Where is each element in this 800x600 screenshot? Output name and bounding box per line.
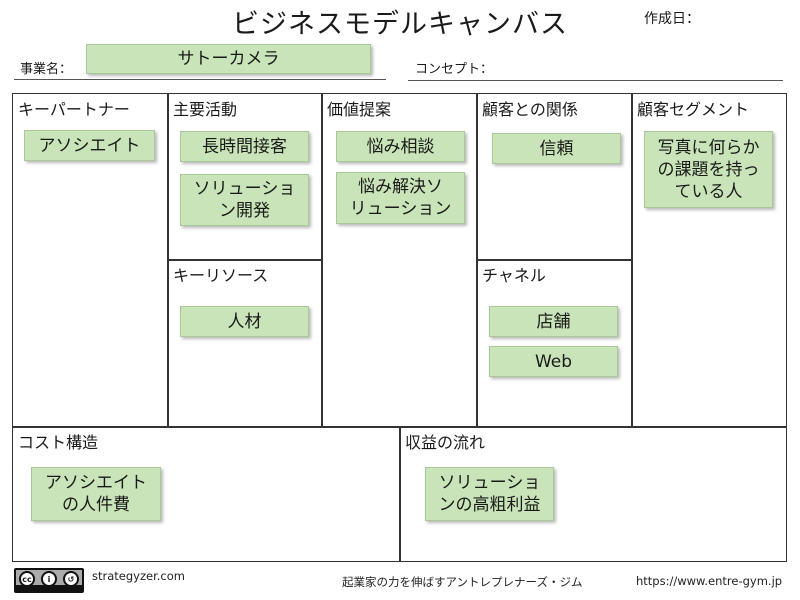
channels-section: チャネル 店舗 Web <box>476 259 633 428</box>
key-partners-section: キーパートナー アソシエイト <box>12 93 169 428</box>
sticky-note[interactable]: ソリューショ ンの高粗利益 <box>425 467 554 521</box>
key-activities-title: 主要活動 <box>173 100 238 119</box>
sticky-note[interactable]: 悩み解決ソ リューション <box>336 172 465 224</box>
strategyzer-link[interactable]: strategyzer.com <box>92 569 185 583</box>
concept-label: コンセプト： <box>415 62 494 77</box>
customer-relationships-title: 顧客との関係 <box>482 100 578 119</box>
revenue-streams-title: 収益の流れ <box>405 433 486 452</box>
value-propositions-title: 価値提案 <box>327 100 392 119</box>
sticky-note[interactable]: 悩み相談 <box>336 131 465 162</box>
sticky-note[interactable]: 信頼 <box>492 133 621 164</box>
business-name-note[interactable]: サトーカメラ <box>86 44 371 74</box>
sticky-note[interactable]: 写真に何らか の課題を持っ ている人 <box>644 131 773 208</box>
key-activities-section: 主要活動 長時間接客 ソリューショ ン開発 <box>167 93 323 261</box>
creative-commons-by-sa-icon: cc i ↺ <box>14 568 84 593</box>
revenue-streams-section: 収益の流れ ソリューショ ンの高粗利益 <box>399 426 787 562</box>
value-propositions-section: 価値提案 悩み相談 悩み解決ソ リューション <box>321 93 478 428</box>
sticky-note[interactable]: アソシエイト の人件費 <box>31 467 161 521</box>
business-name-label: 事業名： <box>20 62 73 77</box>
license-strip <box>16 585 82 591</box>
sticky-note[interactable]: ソリューショ ン開発 <box>180 174 309 226</box>
footer-url-link[interactable]: https://www.entre-gym.jp <box>636 574 783 588</box>
cost-structure-title: コスト構造 <box>18 433 99 452</box>
cost-structure-section: コスト構造 アソシエイト の人件費 <box>12 426 401 562</box>
created-date-label: 作成日： <box>644 11 700 27</box>
footer-tagline: 起業家の力を伸ばすアントレプレナーズ・ジム <box>342 575 583 589</box>
key-partners-title: キーパートナー <box>18 100 130 119</box>
sticky-note[interactable]: 人材 <box>180 306 309 337</box>
customer-relationships-section: 顧客との関係 信頼 <box>476 93 633 261</box>
sticky-note[interactable]: アソシエイト <box>24 130 155 161</box>
page-title: ビジネスモデルキャンバス <box>232 9 568 40</box>
key-resources-section: キーリソース 人材 <box>167 259 323 428</box>
business-name-underline <box>14 79 386 80</box>
sticky-note[interactable]: Web <box>489 346 618 377</box>
sticky-note[interactable]: 長時間接客 <box>180 131 309 162</box>
customer-segments-section: 顧客セグメント 写真に何らか の課題を持っ ている人 <box>631 93 787 428</box>
concept-underline[interactable] <box>408 80 783 81</box>
key-resources-title: キーリソース <box>173 266 269 285</box>
sticky-note[interactable]: 店舗 <box>489 306 618 337</box>
customer-segments-title: 顧客セグメント <box>637 100 750 119</box>
channels-title: チャネル <box>482 266 546 285</box>
